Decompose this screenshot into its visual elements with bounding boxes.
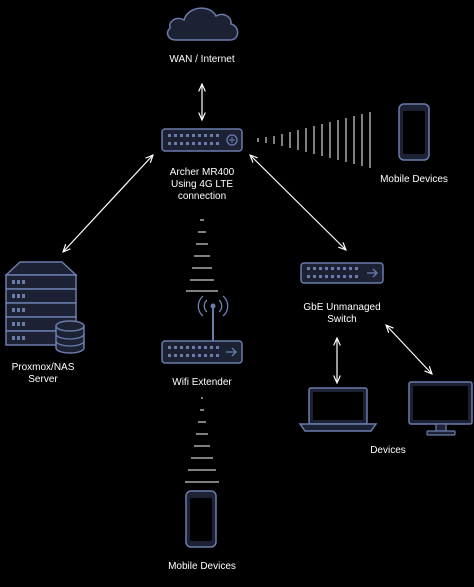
mobile-top-label: Mobile Devices (364, 174, 464, 186)
mobile-bottom-label-text: Mobile Devices (168, 561, 236, 572)
router-label-line: Archer MR400 (169, 167, 235, 178)
wifi-extender-icon (161, 295, 243, 364)
devices-label-text: Devices (370, 445, 406, 456)
switch-label-line: GbE Unmanaged (303, 302, 381, 313)
server-label-line: Proxmox/NAS (11, 362, 75, 373)
router-label-line: Using 4G LTE (170, 179, 234, 190)
switch-monitor-link (386, 325, 432, 374)
smartphone-icon (398, 103, 430, 161)
extender-label-text: Wifi Extender (172, 377, 232, 388)
laptop-icon (298, 387, 378, 432)
extender-label: Wifi Extender (152, 377, 252, 389)
router-label: Archer MR400 Using 4G LTE connection (152, 167, 252, 203)
router-icon (161, 128, 243, 152)
cloud-icon (166, 7, 239, 41)
wan-label-text: WAN / Internet (169, 54, 235, 65)
switch-label-line: Switch (327, 314, 357, 325)
mobile-bottom-label: Mobile Devices (152, 561, 252, 573)
wireless-signal-middle (186, 219, 218, 292)
wireless-signal-bottom (185, 397, 219, 483)
mobile-top-label-text: Mobile Devices (380, 174, 448, 185)
server-label: Proxmox/NAS Server (0, 362, 86, 386)
database-icon (55, 320, 85, 354)
router-server-link (63, 155, 153, 252)
smartphone-icon (185, 490, 217, 548)
router-label-line: connection (177, 191, 227, 202)
router-switch-link (250, 155, 346, 250)
switch-label: GbE Unmanaged Switch (292, 302, 392, 326)
devices-label: Devices (338, 445, 438, 457)
wireless-signal-top (257, 112, 371, 168)
wan-label: WAN / Internet (152, 54, 252, 66)
monitor-icon (408, 381, 473, 436)
network-switch-icon (300, 262, 384, 284)
server-label-line: Server (28, 374, 58, 385)
